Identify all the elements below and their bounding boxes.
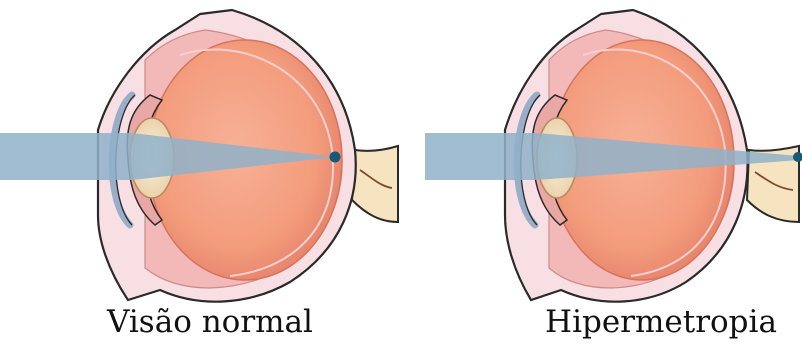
optic-nerve: [352, 146, 398, 222]
caption-hyperopia: Hipermetropia: [521, 300, 801, 344]
panel-hyperopia: Hipermetropia: [401, 0, 802, 346]
eye-diagram-normal-icon: [0, 0, 401, 346]
eye-diagram-hyperopia-icon: [401, 0, 802, 346]
focus-point: [330, 152, 341, 163]
panel-normal-vision: Visão normal: [0, 0, 401, 346]
caption-normal-vision: Visão normal: [100, 300, 320, 344]
